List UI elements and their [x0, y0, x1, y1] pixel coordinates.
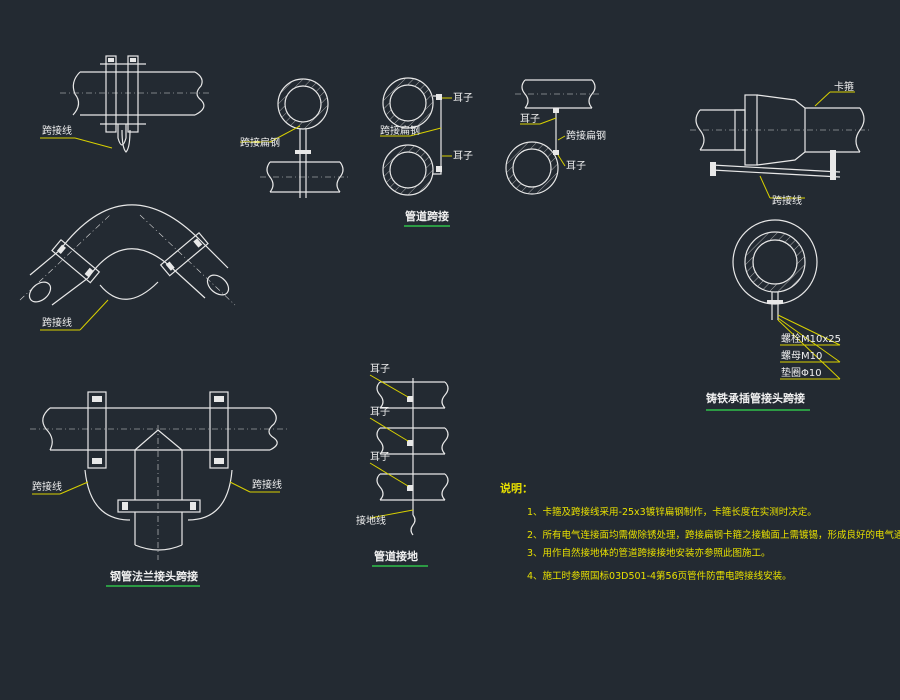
fig-pipe-ring-jumper [505, 79, 602, 195]
note-item-1: 1、卡箍及跨接线采用-25x3镀锌扁钢制作，卡箍长度在实测时决定。 [527, 506, 817, 518]
title-pipe-jumper: 管道跨接 [405, 209, 449, 223]
label-jumper-3: 跨接线 [772, 194, 802, 207]
fig-straight-pipe-jumper [40, 55, 210, 153]
notes-heading: 说明： [500, 481, 533, 495]
label-ear-4: 耳子 [566, 160, 586, 172]
label-jumper-5: 跨接线 [252, 478, 282, 491]
fig-two-ring-pipe-jumper [380, 77, 452, 227]
label-flat-steel-3: 跨接扁钢 [566, 129, 606, 142]
fig-cast-iron-end [706, 219, 841, 411]
fig-cast-iron-side [690, 91, 870, 199]
label-flat-steel-2: 跨接扁钢 [380, 124, 420, 137]
label-flat-steel-1: 跨接扁钢 [240, 136, 280, 149]
label-ground-line: 接地线 [356, 514, 386, 527]
label-washer: 垫圈Φ10 [781, 366, 822, 379]
label-ear-6: 耳子 [370, 406, 390, 418]
label-ear-2: 耳子 [453, 150, 473, 162]
fig-elbow-jumper [19, 204, 236, 331]
label-ear-5: 耳子 [370, 363, 390, 375]
label-ear-7: 耳子 [370, 451, 390, 463]
note-item-2: 2、所有电气连接面均需做除锈处理，跨接扁钢卡箍之接触面上需镀锡，形成良好的电气通… [527, 529, 900, 541]
label-jumper-4: 跨接线 [32, 480, 62, 493]
label-ear-3: 耳子 [520, 113, 540, 125]
label-jumper-2: 跨接线 [42, 316, 72, 329]
note-item-4: 4、施工时参照国标03D501-4第56页管件防雷电跨接线安装。 [527, 570, 792, 582]
fig-pipe-ground [369, 374, 449, 567]
notes-block: 说明： 1、卡箍及跨接线采用-25x3镀锌扁钢制作，卡箍长度在实测时决定。 2、… [500, 481, 900, 582]
note-item-3: 3、用作自然接地体的管道跨接接地安装亦参照此图施工。 [527, 547, 771, 559]
fig-ring-pipe [240, 78, 350, 198]
title-cast-iron: 铸铁承插管接头跨接 [706, 391, 805, 405]
label-nut: 螺母M10 [781, 350, 822, 362]
label-bolt: 螺栓M10x25 [781, 332, 841, 345]
fig-steel-flange-tee [30, 391, 290, 587]
label-ear-1: 耳子 [453, 92, 473, 104]
title-steel-flange: 钢管法兰接头跨接 [110, 569, 198, 583]
label-jumper-1: 跨接线 [42, 124, 72, 137]
label-card: 卡箍 [834, 80, 854, 93]
title-pipe-ground: 管道接地 [374, 549, 418, 563]
